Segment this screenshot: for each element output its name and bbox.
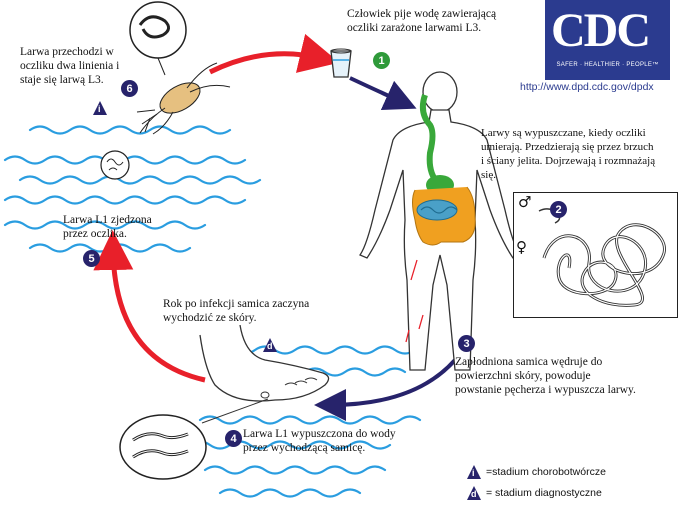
legend-infective: i =stadium chorobotwórcze (466, 464, 606, 480)
foot-note-text: Rok po infekcji samica zaczyna wychodzić… (163, 298, 310, 324)
arrow-4-to-5 (93, 230, 206, 383)
legend-diagnostic-label: = stadium diagnostyczne (486, 487, 602, 499)
step-1-badge: 1 (373, 52, 390, 69)
legend-diagnostic-letter: d (471, 489, 477, 499)
human-body-illustration (359, 71, 521, 371)
source-url: http://www.dpd.cdc.gov/dpdx (520, 81, 654, 93)
male-symbol: ♂ (518, 193, 532, 211)
tangled-worm-illustration (538, 208, 666, 307)
legend-diagnostic-icon: d (466, 485, 482, 501)
female-symbol: ♀ (516, 238, 527, 256)
step-6-badge: 6 (121, 80, 138, 97)
larva-inset-illustration (119, 414, 207, 480)
step-1-text: Człowiek pije wodę zawierającą oczliki z… (347, 8, 497, 34)
legend-infective-label: =stadium chorobotwórcze (486, 466, 606, 478)
infective-marker-letter: i (98, 104, 101, 114)
cdc-logo: CDC SAFER · HEALTHIER · PEOPLE™ (545, 0, 670, 80)
legend-diagnostic: d = stadium diagnostyczne (466, 485, 602, 501)
diagnostic-marker-letter: d (267, 341, 273, 351)
step-2-text: Larwy są wypuszczane, kiedy oczliki umie… (481, 127, 656, 181)
arrow-3-to-4 (314, 358, 457, 421)
copepod-illustration (100, 1, 231, 180)
arrow-6-to-1 (208, 33, 340, 75)
step-5-text: Larwa L1 zjedzona przez oczlika. (63, 214, 152, 240)
inset-pointer (201, 398, 269, 424)
step-5-badge: 5 (83, 250, 100, 267)
legend-infective-letter: i (472, 468, 475, 478)
foot-illustration (199, 325, 330, 402)
step-3-text: Zapłodniona samica wędruje do powierzchn… (455, 356, 636, 396)
cdc-tagline: SAFER · HEALTHIER · PEOPLE™ (556, 62, 659, 68)
step-6-text: Larwa przechodzi w oczliku dwa linienia … (20, 46, 120, 86)
cdc-logo-letters: CDC (551, 4, 651, 57)
infective-stage-marker: i (92, 100, 108, 116)
step-4-badge: 4 (225, 430, 242, 447)
step-2-badge: 2 (550, 201, 567, 218)
legend-infective-icon: i (466, 464, 482, 480)
diagnostic-stage-marker: d (262, 337, 278, 353)
step-3-badge: 3 (458, 335, 475, 352)
arrow-1-to-2 (349, 76, 417, 110)
water-glass-icon (330, 48, 352, 78)
step-4-text: Larwa L1 wypuszczona do wody przez wycho… (243, 428, 396, 454)
adult-worms-panel: ♂ ♀ (513, 192, 678, 318)
